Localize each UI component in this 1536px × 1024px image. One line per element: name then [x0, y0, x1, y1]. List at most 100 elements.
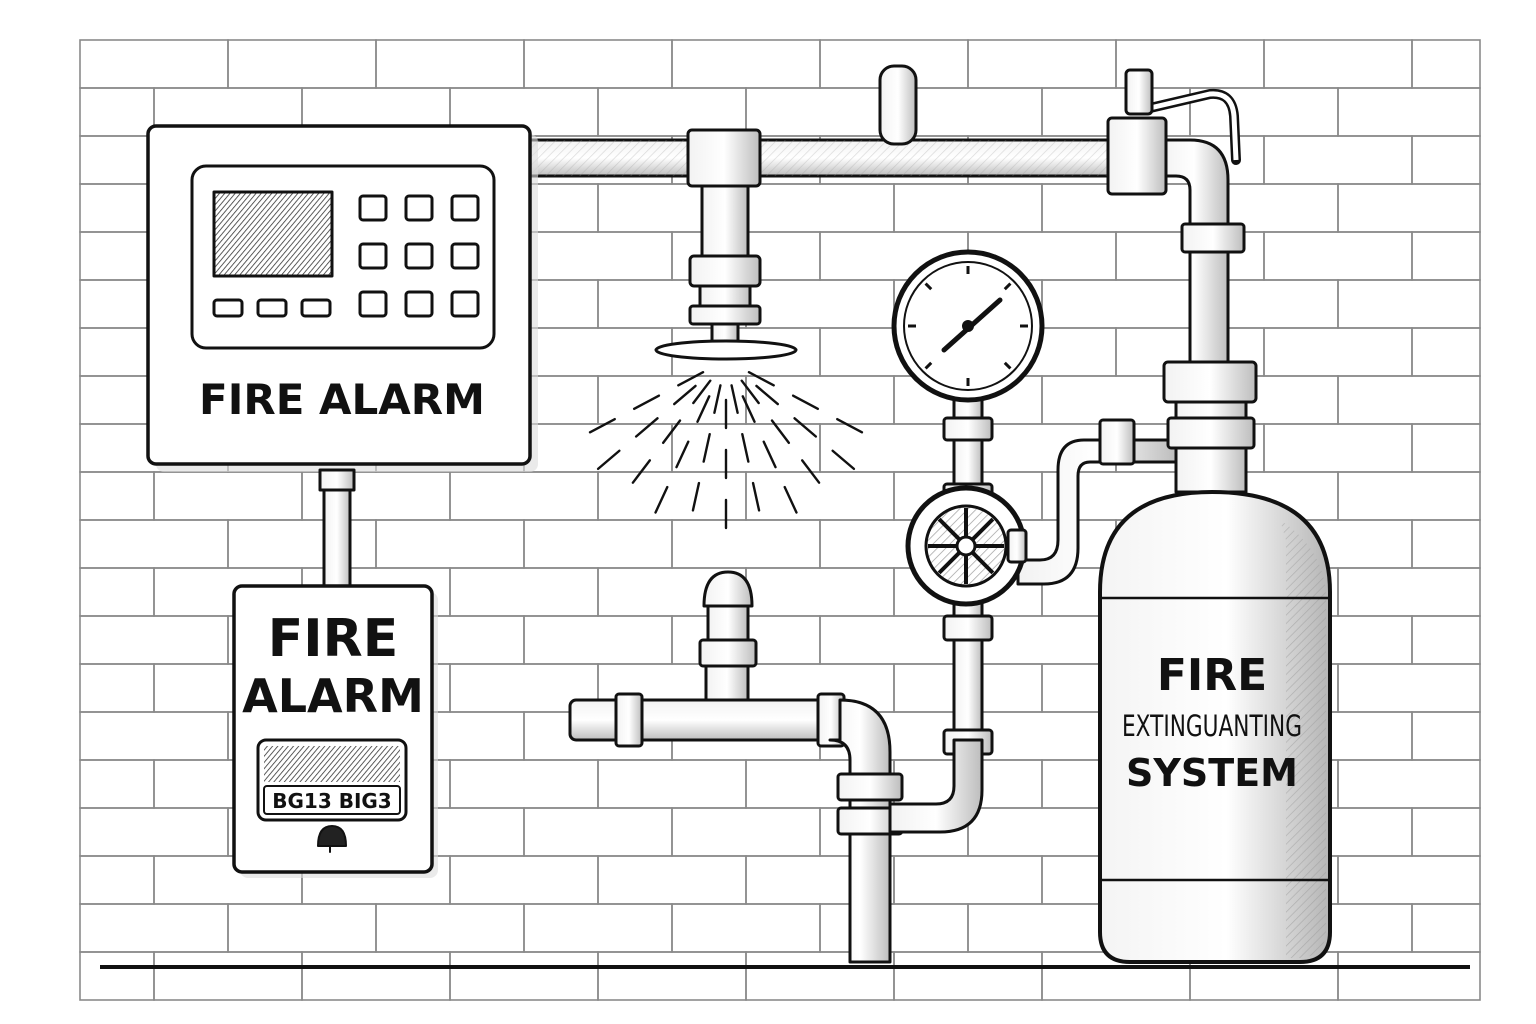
brick [449, 855, 599, 905]
brick [893, 855, 1043, 905]
brick [375, 39, 525, 89]
manual-pull-station: FIRE ALARM BG13 BIG3 [232, 584, 438, 878]
brick [449, 759, 599, 809]
water-drop [713, 384, 722, 414]
brick [1337, 87, 1481, 137]
brick [745, 471, 895, 521]
water-drop [588, 417, 616, 434]
water-drop [661, 419, 682, 445]
water-drop [783, 485, 798, 514]
brick [449, 567, 599, 617]
brick [1337, 567, 1481, 617]
brick [523, 327, 673, 377]
function-key[interactable] [256, 298, 288, 318]
water-drop [634, 417, 659, 438]
valve-spoke [937, 551, 961, 575]
water-drop [770, 419, 791, 445]
keypad-key[interactable] [404, 290, 434, 318]
brick [745, 279, 895, 329]
water-drop [791, 394, 820, 411]
brick [1411, 231, 1481, 281]
brick [227, 903, 377, 953]
brick [671, 903, 821, 953]
brick [967, 807, 1117, 857]
brick [153, 471, 303, 521]
brick [79, 471, 155, 521]
brick [79, 807, 229, 857]
brick [1411, 711, 1481, 761]
bell-icon [317, 825, 347, 853]
brick [449, 471, 599, 521]
water-drop [762, 440, 777, 469]
keypad-key[interactable] [358, 194, 388, 222]
water-drop [702, 433, 711, 463]
water-drop [755, 384, 779, 406]
brick [79, 663, 155, 713]
brick [1041, 279, 1191, 329]
panel-function-keys[interactable] [212, 298, 332, 318]
cylinder-label-line1: FIRE [1157, 650, 1267, 701]
brick [449, 951, 599, 1001]
brick [671, 807, 821, 857]
pull-station-label-line2: ALARM [242, 669, 424, 723]
valve-spoke [971, 517, 995, 541]
brick [1263, 39, 1413, 89]
brick [1337, 375, 1481, 425]
brick [79, 39, 229, 89]
brick [1411, 519, 1481, 569]
brick [597, 471, 747, 521]
brick [523, 519, 673, 569]
brick [301, 951, 451, 1001]
keypad-key[interactable] [404, 194, 434, 222]
brick [1411, 615, 1481, 665]
brick [227, 39, 377, 89]
keypad-key[interactable] [450, 290, 480, 318]
keypad-key[interactable] [450, 242, 480, 270]
pull-station-label-line1: FIRE [268, 609, 398, 669]
brick [1411, 903, 1481, 953]
keypad-key[interactable] [450, 194, 480, 222]
panel-keypad[interactable] [358, 194, 480, 318]
brick [1337, 183, 1481, 233]
brick [1337, 951, 1481, 1001]
keypad-key[interactable] [404, 242, 434, 270]
brick [79, 567, 155, 617]
water-drop [673, 384, 697, 406]
brick [1337, 855, 1481, 905]
brick [1411, 807, 1481, 857]
function-key[interactable] [300, 298, 332, 318]
brick [79, 951, 155, 1001]
brick [153, 951, 303, 1001]
brick [745, 183, 895, 233]
tee-pipe-assembly [568, 570, 904, 964]
water-drop [730, 384, 739, 414]
water-drop [831, 449, 856, 471]
brick [79, 903, 229, 953]
function-key[interactable] [212, 298, 244, 318]
fire-alarm-panel: FIRE ALARM [146, 124, 538, 588]
brick [79, 855, 155, 905]
gauge-tick [1003, 282, 1012, 291]
brick [967, 903, 1117, 953]
water-drop [677, 371, 705, 387]
brick [79, 519, 229, 569]
brick [967, 39, 1117, 89]
water-drop [596, 449, 621, 471]
pressure-gauge [891, 249, 1045, 403]
flow-meter-valve[interactable] [905, 485, 1028, 607]
brick [79, 615, 229, 665]
brick [1263, 135, 1413, 185]
brick [1411, 135, 1481, 185]
water-drop [747, 371, 775, 387]
water-drop [631, 459, 652, 484]
brick [1411, 39, 1481, 89]
keypad-key[interactable] [358, 290, 388, 318]
gauge-tick [924, 361, 933, 370]
brick [523, 807, 673, 857]
water-drop [741, 395, 756, 423]
keypad-key[interactable] [358, 242, 388, 270]
riser-pipe-elbow [1106, 68, 1246, 382]
water-drop [800, 459, 821, 484]
brick [523, 423, 673, 473]
brick [523, 903, 673, 953]
